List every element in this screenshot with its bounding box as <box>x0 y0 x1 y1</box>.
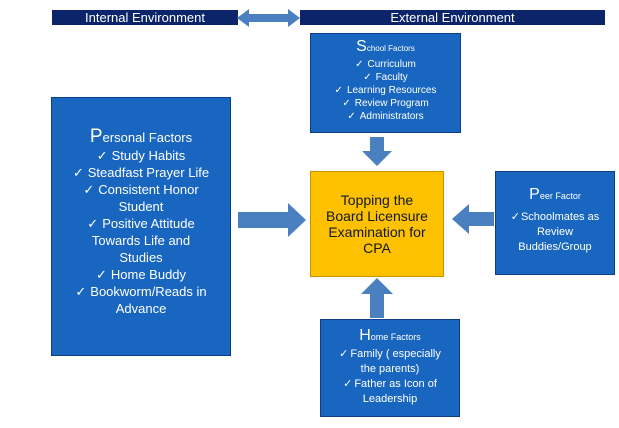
personal-factor-item: ✓Consistent Honor <box>52 181 230 198</box>
personal-factor-label: Advance <box>115 301 167 316</box>
personal-factor-label: Home Buddy <box>110 267 187 282</box>
check-icon: ✓ <box>87 216 99 231</box>
school-factor-item: ✓Curriculum <box>311 58 460 71</box>
internal-environment-label: Internal Environment <box>52 10 238 25</box>
school-factor-label: Review Program <box>354 98 429 109</box>
school-factors-list: ✓Curriculum✓Faculty✓Learning Resources✓R… <box>311 58 460 123</box>
check-icon: ✓ <box>334 85 343 96</box>
home-factor-item: ✓Father as Icon of <box>321 377 459 392</box>
home-factor-item: Leadership <box>321 392 459 407</box>
goal-line: Topping the <box>340 192 414 208</box>
check-icon: ✓ <box>72 165 84 180</box>
arrow-up-icon <box>361 278 393 318</box>
home-factor-label: Father as Icon of <box>354 378 437 390</box>
personal-factor-item: Student <box>52 198 230 215</box>
check-icon: ✓ <box>342 98 351 109</box>
check-icon: ✓ <box>347 111 356 122</box>
school-factor-label: Learning Resources <box>346 85 437 96</box>
check-icon: ✓ <box>355 59 364 70</box>
goal-line: Examination for <box>328 224 426 240</box>
personal-factor-item: ✓Steadfast Prayer Life <box>52 164 230 181</box>
personal-factors-title: Personal Factors <box>89 126 193 147</box>
check-icon: ✓ <box>75 284 87 299</box>
personal-factors-list: ✓Study Habits✓Steadfast Prayer Life✓Cons… <box>52 147 230 317</box>
goal-line: CPA <box>363 240 391 256</box>
arrow-down-icon <box>362 137 392 166</box>
peer-factor-item: ✓Schoolmates as <box>496 210 614 225</box>
school-factor-item: ✓Review Program <box>311 97 460 110</box>
check-icon: ✓ <box>339 348 349 360</box>
personal-factor-item: Towards Life and <box>52 232 230 249</box>
personal-factor-label: Study Habits <box>111 148 186 163</box>
check-icon: ✓ <box>83 182 95 197</box>
peer-factor-label: Schoolmates as <box>520 211 600 223</box>
personal-factor-label: Consistent Honor <box>98 182 199 197</box>
peer-factor-item: Buddies/Group <box>496 240 614 255</box>
personal-factor-label: Studies <box>119 250 163 265</box>
personal-factor-label: Bookworm/Reads in <box>90 284 207 299</box>
school-factor-item: ✓Learning Resources <box>311 84 460 97</box>
school-factor-item: ✓Faculty <box>311 71 460 84</box>
check-icon: ✓ <box>95 267 107 282</box>
personal-factor-label: Student <box>118 199 164 214</box>
peer-factor-label: Buddies/Group <box>518 241 592 253</box>
personal-factor-item: ✓Bookworm/Reads in <box>52 283 230 300</box>
check-icon: ✓ <box>343 378 353 390</box>
home-factor-label: Leadership <box>362 393 418 405</box>
school-factors-title: School Factors <box>356 38 415 55</box>
personal-factor-item: Studies <box>52 249 230 266</box>
personal-factor-label: Positive Attitude <box>102 216 195 231</box>
school-factor-label: Faculty <box>375 72 408 83</box>
double-arrow-icon <box>237 9 300 27</box>
check-icon: ✓ <box>510 211 520 223</box>
personal-factors-box: Personal Factors ✓Study Habits✓Steadfast… <box>51 97 231 356</box>
peer-factor-item: Review <box>496 225 614 240</box>
home-factor-label: Family ( especially <box>350 348 441 360</box>
personal-factor-item: ✓Home Buddy <box>52 266 230 283</box>
check-icon: ✓ <box>96 148 108 163</box>
arrow-right-icon <box>238 203 306 237</box>
school-factor-item: ✓Administrators <box>311 110 460 123</box>
personal-factor-label: Towards Life and <box>91 233 191 248</box>
home-factor-label: the parents) <box>360 363 420 375</box>
peer-factor-label: Review <box>536 226 574 238</box>
external-environment-label: External Environment <box>300 10 605 25</box>
personal-factor-item: ✓Positive Attitude <box>52 215 230 232</box>
home-factor-item: ✓Family ( especially <box>321 347 459 362</box>
personal-factor-item: Advance <box>52 300 230 317</box>
personal-factor-item: ✓Study Habits <box>52 147 230 164</box>
personal-factor-label: Steadfast Prayer Life <box>87 165 210 180</box>
peer-factor-title: Peer Factor <box>529 186 581 203</box>
goal-line: Board Licensure <box>326 208 428 224</box>
home-factors-title: Home Factors <box>359 327 421 344</box>
home-factor-item: the parents) <box>321 362 459 377</box>
school-factors-box: School Factors ✓Curriculum✓Faculty✓Learn… <box>310 33 461 133</box>
arrow-left-icon <box>452 204 494 234</box>
school-factor-label: Curriculum <box>367 59 416 70</box>
check-icon: ✓ <box>363 72 372 83</box>
school-factor-label: Administrators <box>359 111 424 122</box>
